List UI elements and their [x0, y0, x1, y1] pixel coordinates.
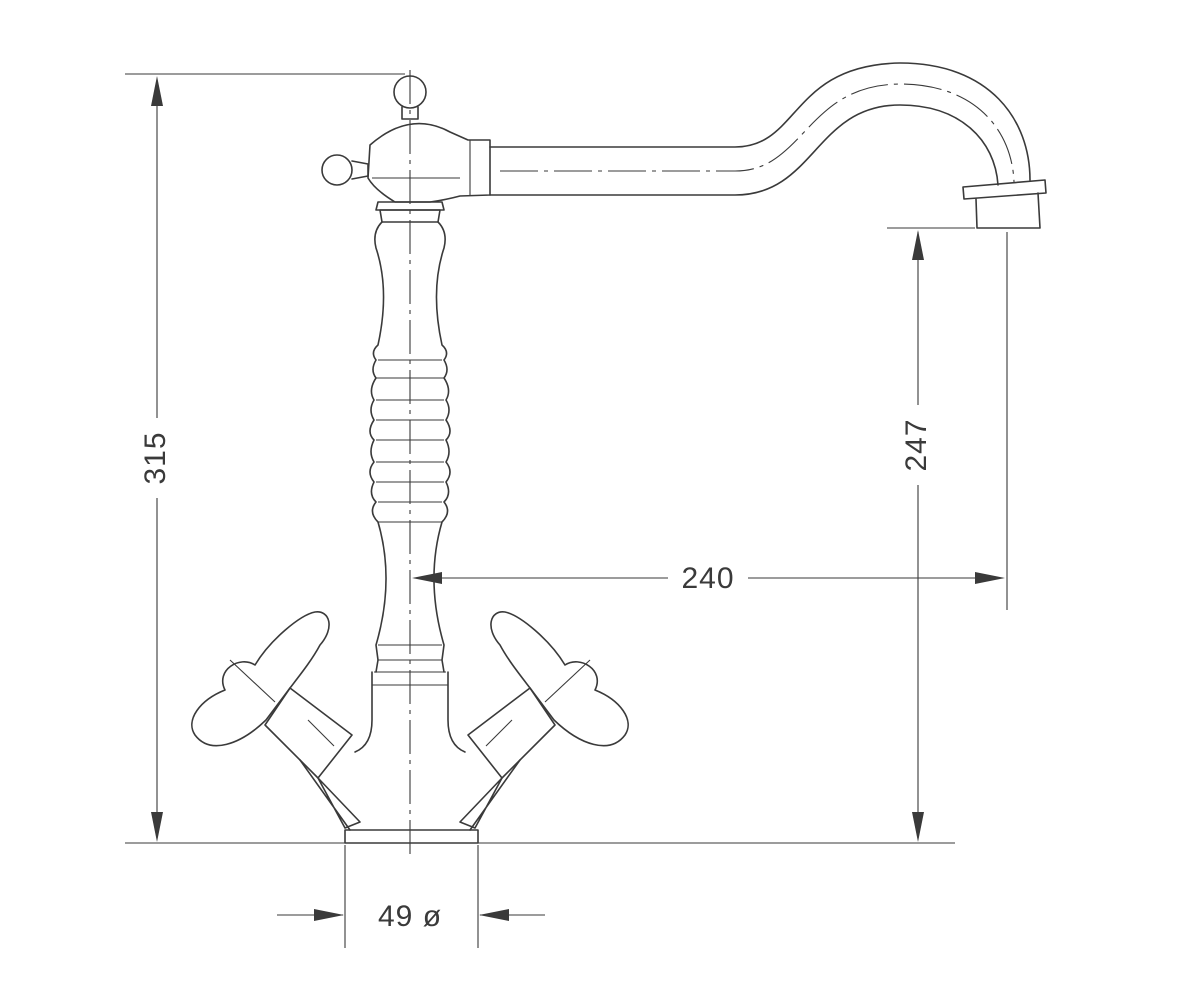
left-valve-body — [264, 687, 353, 779]
column-right-profile — [433, 221, 451, 673]
spout-top — [489, 62, 1031, 181]
label-spout-reach: 240 — [681, 562, 734, 595]
base-flange — [344, 829, 479, 844]
right-valve-neck — [459, 759, 521, 831]
label-base-diameter: 49 ø — [378, 900, 442, 933]
label-total-height: 315 — [139, 431, 172, 484]
label-spout-height: 247 — [900, 418, 933, 471]
left-cross-handle — [191, 611, 330, 747]
aerator-ring — [962, 179, 1047, 200]
lower-stem-right — [447, 671, 466, 753]
lower-stem-left — [354, 671, 373, 753]
column-left-profile — [369, 221, 387, 673]
dimension-lines — [125, 73, 1008, 948]
side-lever-knob — [321, 154, 353, 186]
right-valve-body — [467, 687, 556, 779]
right-cross-handle — [490, 611, 629, 747]
lever-stem — [351, 160, 369, 180]
aerator-outlet — [975, 192, 1041, 229]
neck-collar-top — [375, 201, 445, 211]
valve-head — [367, 122, 491, 203]
spout-centerline — [500, 83, 1015, 183]
spout-bottom — [489, 104, 999, 196]
faucet-outline — [191, 62, 1047, 860]
left-valve-neck — [299, 759, 361, 831]
finial-stem — [401, 106, 419, 120]
